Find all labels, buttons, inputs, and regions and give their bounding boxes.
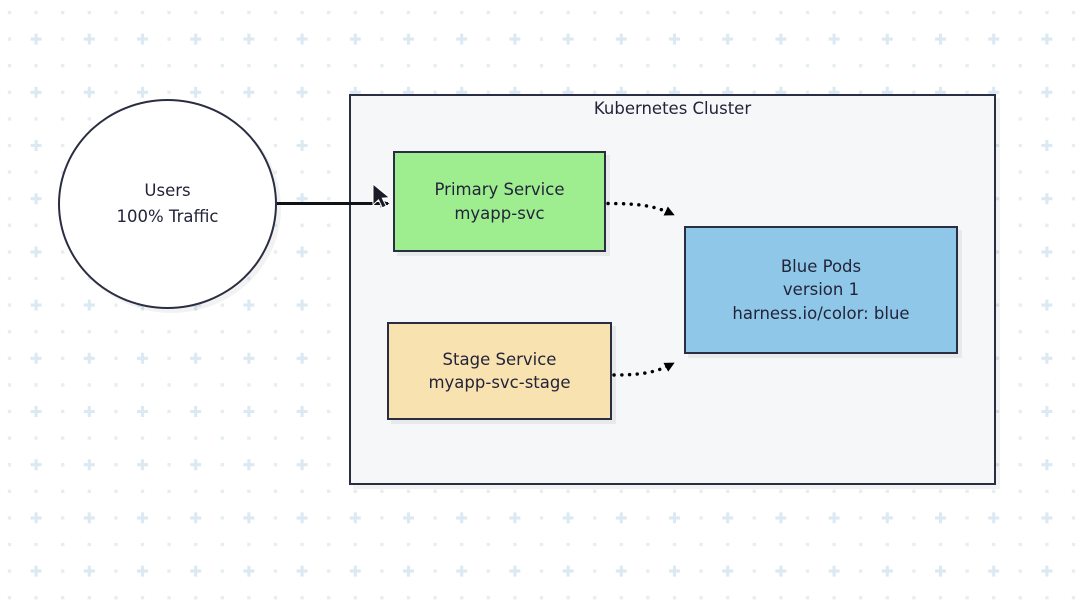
blue-pods-line2: version 1 (782, 280, 860, 300)
stage-service-line2: myapp-svc-stage (428, 373, 571, 392)
stage-service-line1: Stage Service (442, 349, 557, 369)
blue-pods-node[interactable]: Blue Pods version 1 harness.io/color: bl… (684, 226, 958, 354)
users-node[interactable]: Users 100% Traffic (58, 99, 277, 309)
kubernetes-cluster-label: Kubernetes Cluster (593, 99, 752, 118)
stage-service-node[interactable]: Stage Service myapp-svc-stage (387, 322, 612, 420)
primary-service-line2: myapp-svc (454, 203, 545, 223)
blue-pods-line1: Blue Pods (780, 256, 862, 276)
primary-service-node[interactable]: Primary Service myapp-svc (393, 151, 606, 252)
primary-service-line1: Primary Service (434, 180, 565, 200)
users-node-line2: 100% Traffic (116, 207, 219, 226)
users-node-line1: Users (144, 181, 191, 201)
blue-pods-line3: harness.io/color: blue (732, 303, 910, 323)
